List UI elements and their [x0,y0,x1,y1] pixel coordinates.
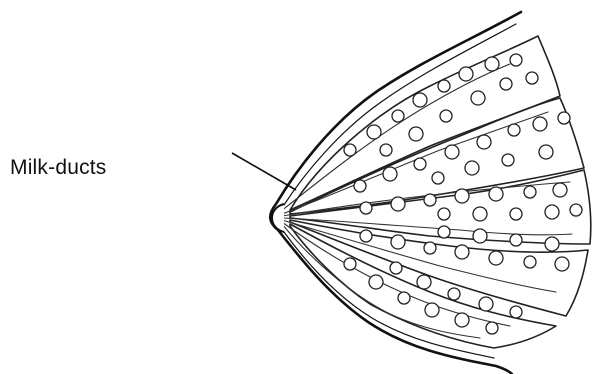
label-leader-line [232,153,296,190]
